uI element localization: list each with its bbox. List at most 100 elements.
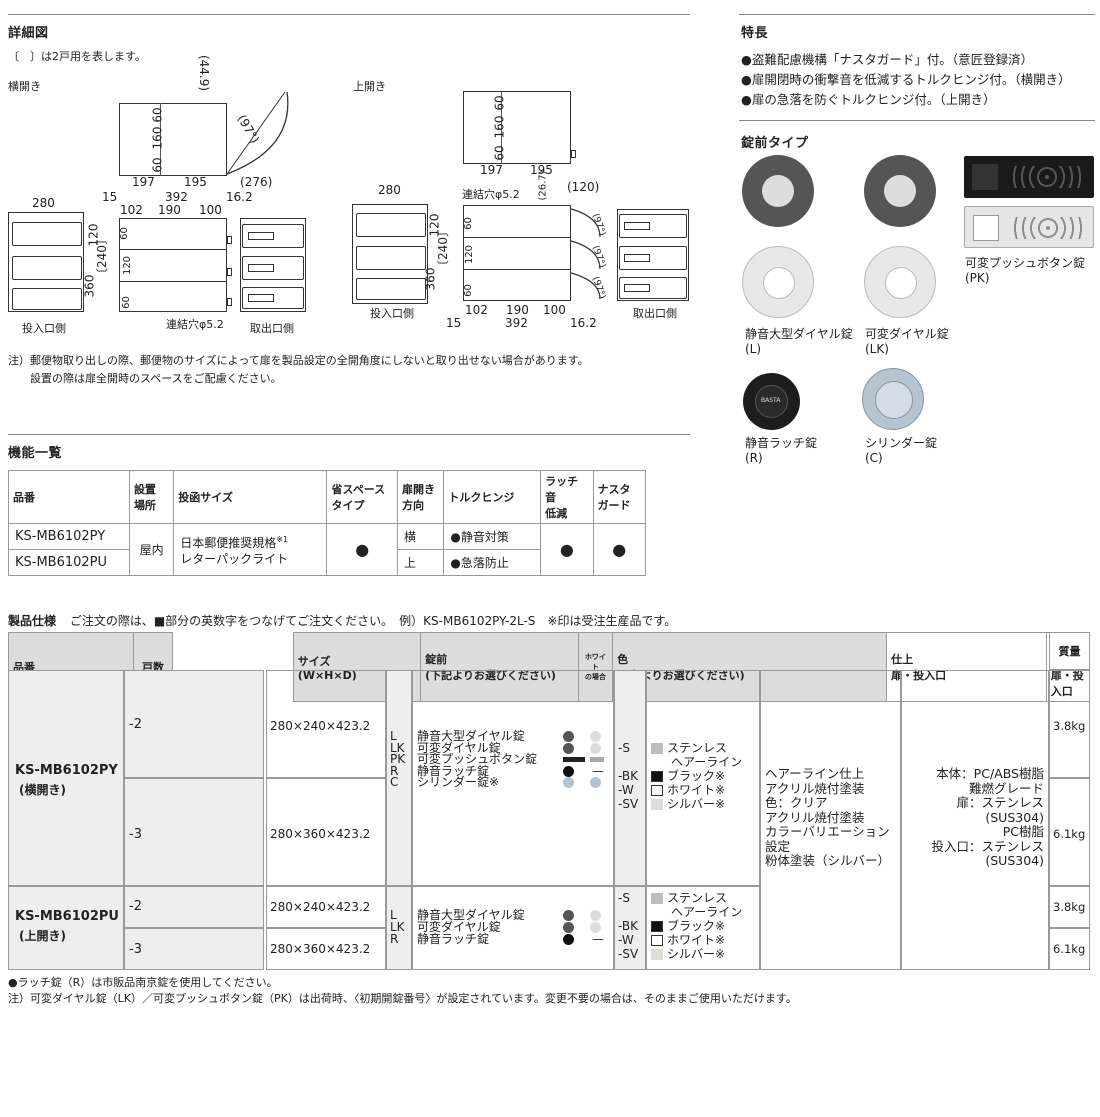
finish-line: アクリル焼付塗装 <box>765 780 865 796</box>
py-sub: (横開き) <box>19 783 66 797</box>
dim-label: 16.2 <box>570 316 597 330</box>
dim-label: 280 <box>378 183 401 197</box>
material-cell: 本体：PC/ABS樹脂 難燃グレード 扉：ステンレス (SUS304) PC樹脂… <box>901 670 1049 970</box>
spec-note: ご注文の際は、■部分の英数字をつなげてご注文ください。 例）KS-MB6102P… <box>69 614 677 628</box>
pu-lock-names: 静音大型ダイヤル錠 可変ダイヤル錠 静音ラッチ錠 — <box>412 886 614 970</box>
color-name: シルバー※ <box>667 797 726 811</box>
mass-value: 6.1kg <box>1053 942 1086 956</box>
size-value: 280×360×423.2 <box>270 827 371 841</box>
swatch-silver <box>651 949 663 960</box>
dim-label: (276) <box>240 175 273 189</box>
take-side-label: 取出口側 <box>633 307 677 320</box>
dim-label: 60 <box>120 296 132 309</box>
dim-label: 60 <box>150 107 165 123</box>
swatch-black <box>651 771 663 782</box>
header-line: 扉・投入口 <box>891 669 947 682</box>
ue-label: 上開き <box>353 80 386 93</box>
pu-size-3: 280×360×423.2 <box>266 928 386 970</box>
dim-label: 195 <box>530 163 553 177</box>
hinge-cell: ●静音対策 <box>443 523 542 550</box>
pu-mass-3: 6.1kg <box>1049 928 1090 970</box>
lock-name: 静音大型ダイヤル錠 <box>417 729 525 743</box>
color-name: ホワイト※ <box>667 933 726 947</box>
material-line: 扉：ステンレス <box>956 795 1044 810</box>
material-line: PC樹脂 <box>1002 824 1044 839</box>
latch-lock-image: BASTA <box>743 373 800 430</box>
dim-label: 120 <box>122 255 134 276</box>
door-swing-arc <box>226 91 289 175</box>
table-row: KS-MB6102PU 上 ●急落防止 <box>8 549 646 576</box>
col-header: 仕上扉・投入口 <box>886 632 1047 702</box>
lock-name: 可変ダイヤル錠 <box>417 740 501 755</box>
feature-item: ●盗難配慮機構「ナスタガード」付。（意匠登録済） <box>741 52 1034 67</box>
connect-hole-label: 連結穴φ5.2 <box>462 188 520 201</box>
material-line: 本体：PC/ABS樹脂 <box>936 766 1044 781</box>
dim-label: 280 <box>32 196 55 210</box>
color-code: -BK <box>618 769 639 783</box>
unit-code: -2 <box>129 717 142 732</box>
py-mass-2: 3.8kg <box>1049 670 1090 778</box>
lock-code: PK <box>390 752 406 766</box>
push-button-lock-black-image <box>964 156 1094 198</box>
divider <box>739 120 1095 121</box>
dim-label: 60 <box>492 145 507 161</box>
lock-code: (R) <box>745 451 763 465</box>
py-unit-2: -2 <box>124 670 264 778</box>
features-title: 特長 <box>741 26 769 41</box>
connect-hole-label: 連結穴φ5.2 <box>166 318 224 331</box>
col-header: トルクヒンジ <box>443 470 542 524</box>
spec-title-line: 製品仕様 ご注文の際は、■部分の英数字をつなげてご注文ください。 例）KS-MB… <box>8 612 676 629</box>
color-code: -W <box>618 933 634 947</box>
dim-label: (44.9) <box>197 54 212 92</box>
latch-mark: ● <box>540 523 594 576</box>
finish-line: 色：クリア <box>765 795 828 810</box>
header-line: 仕上 <box>891 653 914 666</box>
py-size-3: 280×360×423.2 <box>266 778 386 886</box>
finish-cell: ヘアーライン仕上 アクリル焼付塗装 色：クリア アクリル焼付塗装 カラーバリエー… <box>760 670 901 970</box>
lock-name: 静音ラッチ錠 <box>745 436 818 450</box>
col-header: 品番 <box>8 470 130 524</box>
color-code: -S <box>618 891 630 905</box>
swatch-white <box>651 935 663 946</box>
dir-cell: 横 <box>397 523 445 550</box>
dim-label: 60 <box>118 227 130 240</box>
func-title: 機能一覧 <box>8 446 63 461</box>
dim-label: 197 <box>480 163 503 177</box>
pu-mass-2: 3.8kg <box>1049 886 1090 928</box>
finish-line: 設定 <box>765 838 791 854</box>
dim-label: 160 <box>492 115 507 139</box>
dim-label: 195 <box>184 175 207 189</box>
lock-code: L <box>390 729 397 743</box>
dim-label: 197 <box>132 175 155 189</box>
header-line: (4色よりお選びください) <box>617 669 745 682</box>
place-cell: 屋内 <box>128 523 175 576</box>
note-2: 設置の際は扉全開時のスペースをご配慮ください。 <box>30 372 282 385</box>
pu-unit-3: -3 <box>124 928 264 970</box>
col-header: ナスタ ガード <box>592 470 647 524</box>
lock-name: 静音大型ダイヤル錠 <box>745 327 853 341</box>
lock-c-caption: シリンダー錠 (C) <box>865 436 937 466</box>
color-code: -S <box>618 741 630 755</box>
large-dial-lock-white-image <box>742 246 814 318</box>
swatch-silver <box>651 799 663 810</box>
header-line: (W×H×D) <box>297 668 357 682</box>
col-header: 投函サイズ <box>173 470 328 524</box>
mass-value: 3.8kg <box>1053 900 1086 914</box>
header-line: 錠前 <box>425 653 448 666</box>
footnote-2: 注）可変ダイヤル錠（LK）／可変プッシュボタン錠（PK）は出荷時、〈初期開錠番号… <box>8 992 797 1005</box>
mass-value: 6.1kg <box>1053 827 1086 841</box>
dim-label: 100 <box>199 203 222 217</box>
dim-label: 〔240〕 <box>435 225 450 272</box>
color-name: ステンレス <box>667 891 728 905</box>
variable-dial-lock-white-image <box>864 246 936 318</box>
size-cell: 日本郵便推奨規格※1 レターパックライト <box>173 523 328 576</box>
size-value: 280×360×423.2 <box>270 942 371 956</box>
dim-label: 15 <box>446 316 462 330</box>
lock-code: LK <box>390 920 405 934</box>
mass-header: 質量 <box>1049 632 1090 670</box>
large-dial-lock-black-image <box>742 155 814 227</box>
hinge-cell: ●急落防止 <box>443 549 542 576</box>
py-size-2: 280×240×423.2 <box>266 670 386 778</box>
color-code: -SV <box>618 947 639 961</box>
lock-thumbs: — <box>563 909 604 945</box>
